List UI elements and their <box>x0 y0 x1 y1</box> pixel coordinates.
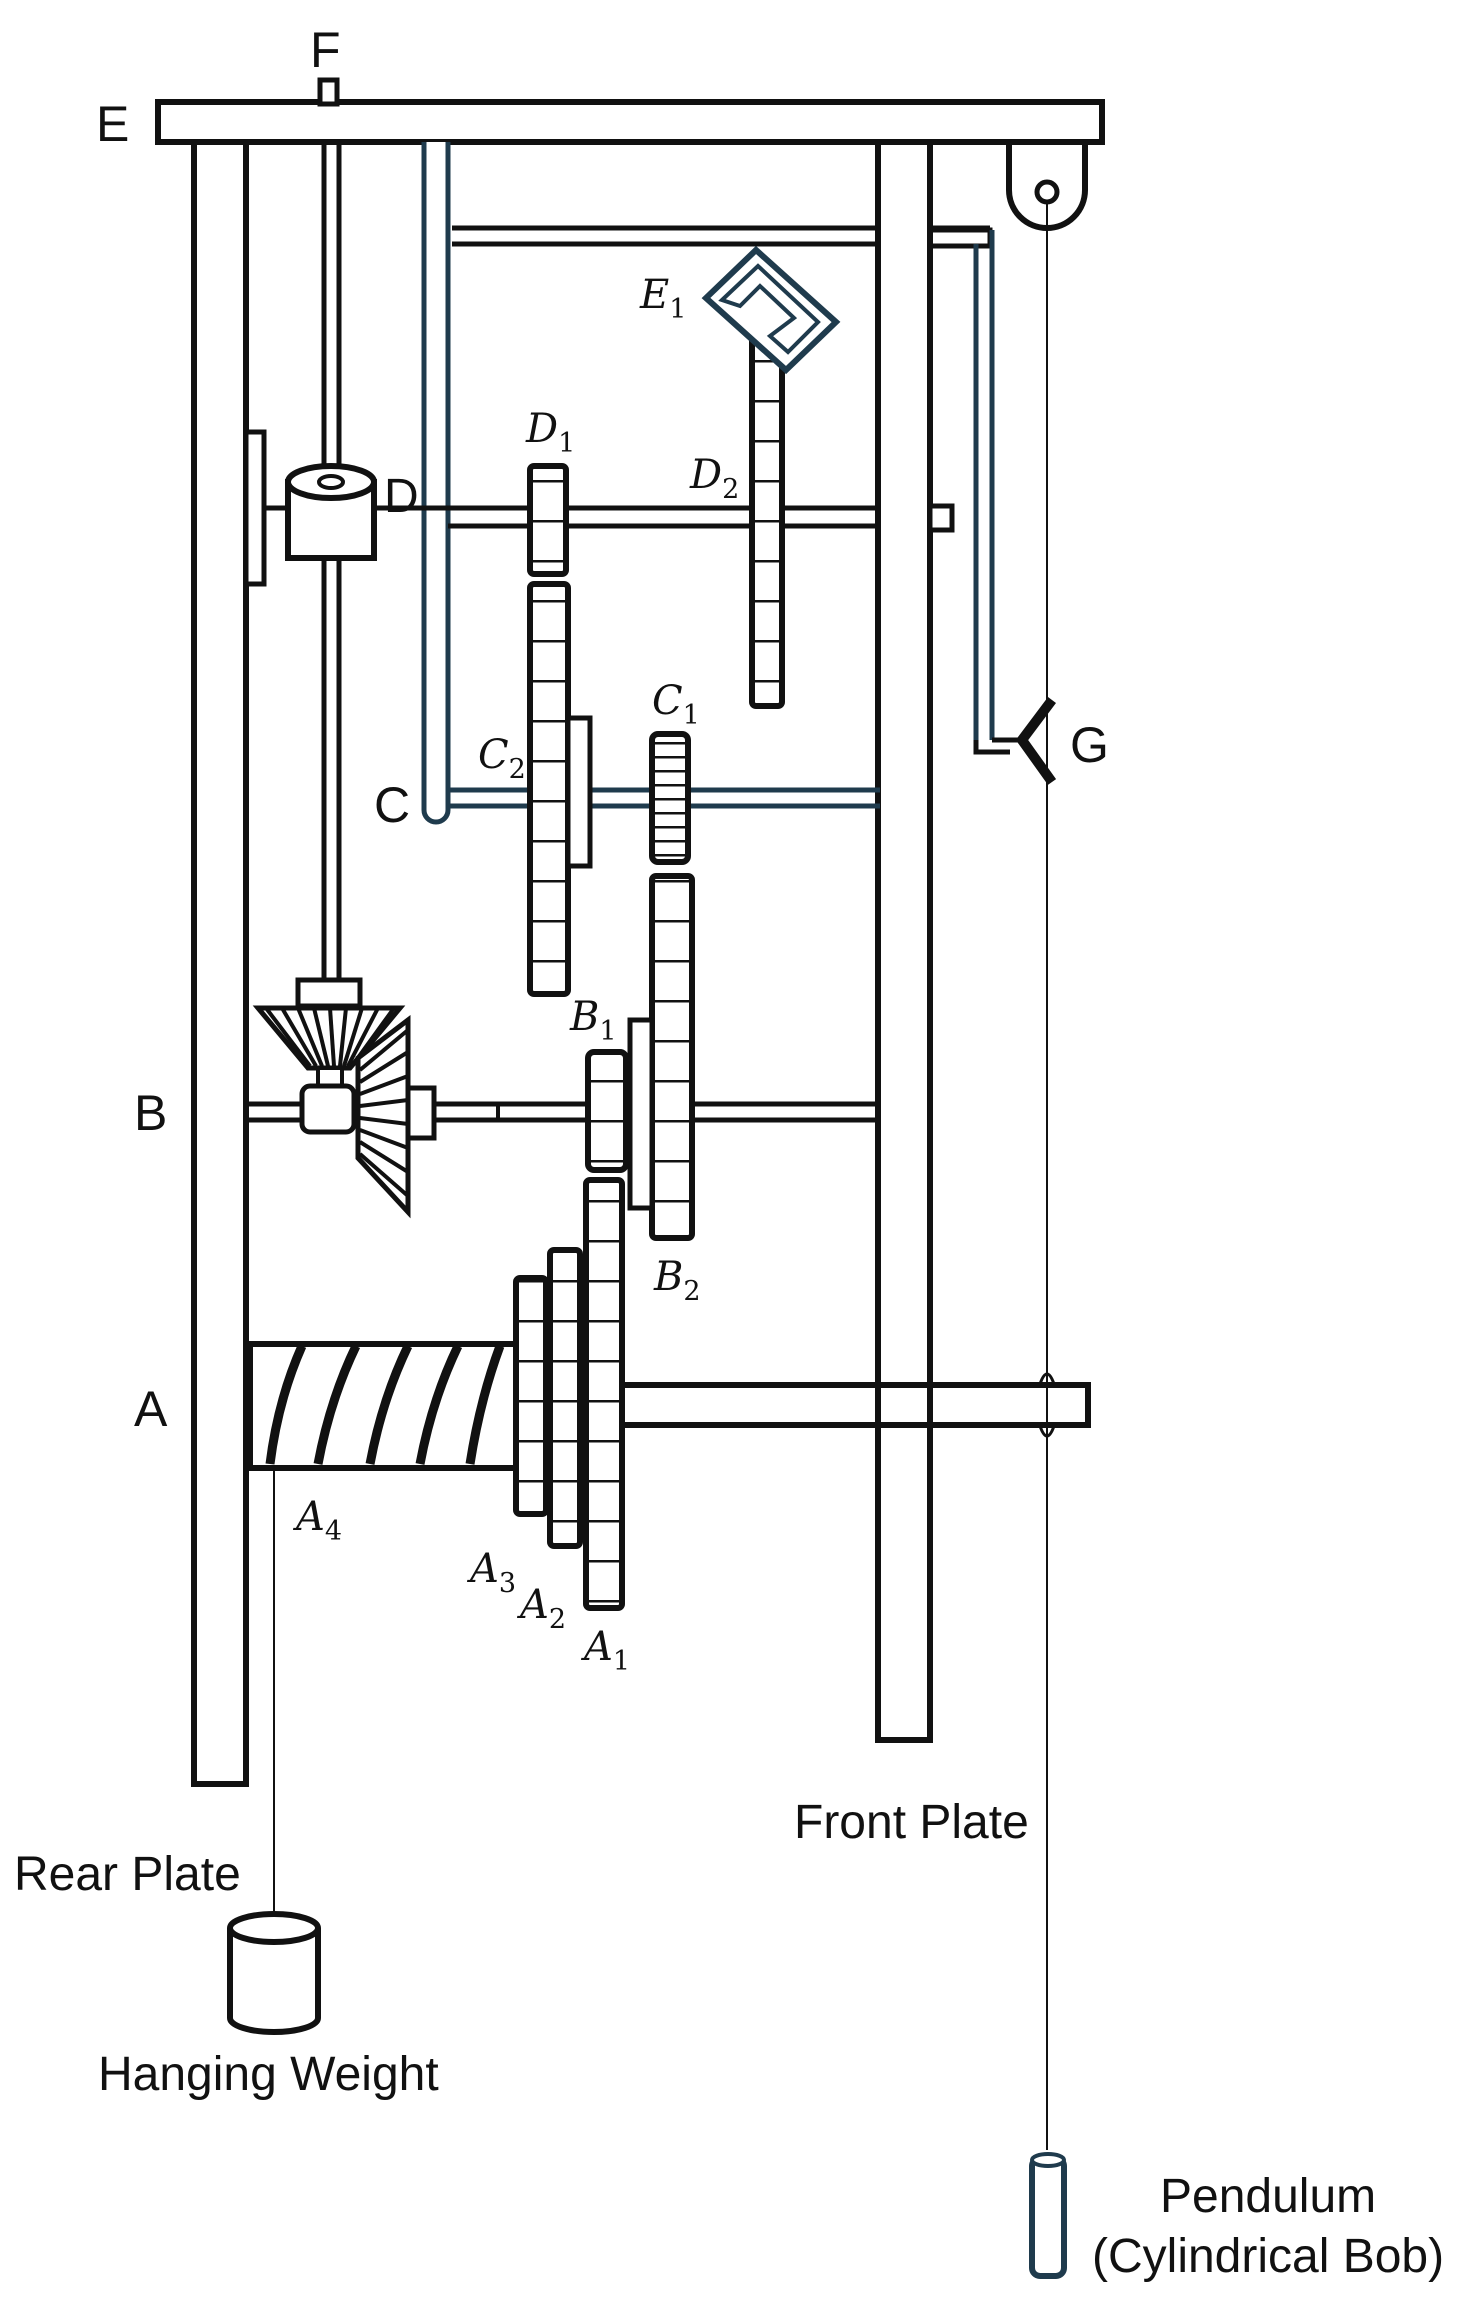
label-pendulum: Pendulum <box>1160 2170 1376 2223</box>
gear-d1 <box>527 463 569 577</box>
pinion-c1 <box>649 731 691 865</box>
label-a3: A3 <box>466 1546 516 1599</box>
lever-c <box>421 142 451 825</box>
label-c: C <box>374 777 410 833</box>
label-hanging-weight: Hanging Weight <box>98 2048 439 2101</box>
pendulum-bob <box>1029 2155 1067 2279</box>
label-a: A <box>134 1381 168 1437</box>
bevel-gear-top <box>252 1005 406 1071</box>
label-rear-plate: Rear Plate <box>14 1848 241 1901</box>
shaft-a <box>617 1382 1091 1428</box>
shaft-f-top-stud <box>317 77 340 107</box>
hanging-weight <box>227 1928 321 2035</box>
gear-b2-hub <box>627 1017 655 1211</box>
linkage-rod-vertical <box>973 230 995 740</box>
pulley-axle <box>1034 179 1060 205</box>
label-pendulum-bob: (Cylindrical Bob) <box>1092 2230 1444 2283</box>
crutch-g <box>1015 697 1057 785</box>
label-a1: A1 <box>580 1624 630 1677</box>
rear-plate <box>191 139 249 1787</box>
label-f: F <box>310 22 341 78</box>
gear-a3 <box>513 1275 549 1517</box>
label-d1: D1 <box>525 406 575 459</box>
label-a4: A4 <box>292 1494 342 1547</box>
pallet-e1 <box>701 245 841 375</box>
label-b2: B2 <box>653 1254 701 1307</box>
label-b: B <box>134 1085 167 1141</box>
label-e1: E1 <box>639 272 686 325</box>
label-b1: B1 <box>569 994 617 1047</box>
front-plate <box>875 139 933 1743</box>
bevel-top-hub <box>295 977 363 1009</box>
gear-a1 <box>583 1177 625 1611</box>
gear-a2 <box>547 1247 583 1549</box>
label-front-plate: Front Plate <box>794 1796 1029 1849</box>
label-a2: A2 <box>516 1582 566 1635</box>
label-c1: C1 <box>652 678 700 731</box>
label-c2: C2 <box>478 732 526 785</box>
pendulum-guide-loop <box>1038 1372 1056 1438</box>
shaft-d-end <box>927 503 955 533</box>
pinion-b1 <box>585 1049 629 1173</box>
bracket-d <box>243 429 267 587</box>
escape-wheel-d2 <box>749 327 785 709</box>
label-e: E <box>96 96 129 152</box>
label-g: G <box>1070 717 1109 773</box>
gear-c2 <box>527 581 571 997</box>
gear-c2-hub <box>565 715 593 869</box>
label-d: D <box>384 470 419 523</box>
top-bar-e <box>155 99 1105 145</box>
gear-b2 <box>649 873 695 1241</box>
label-d2: D2 <box>689 452 739 505</box>
bevel-lower-hub <box>299 1083 357 1135</box>
